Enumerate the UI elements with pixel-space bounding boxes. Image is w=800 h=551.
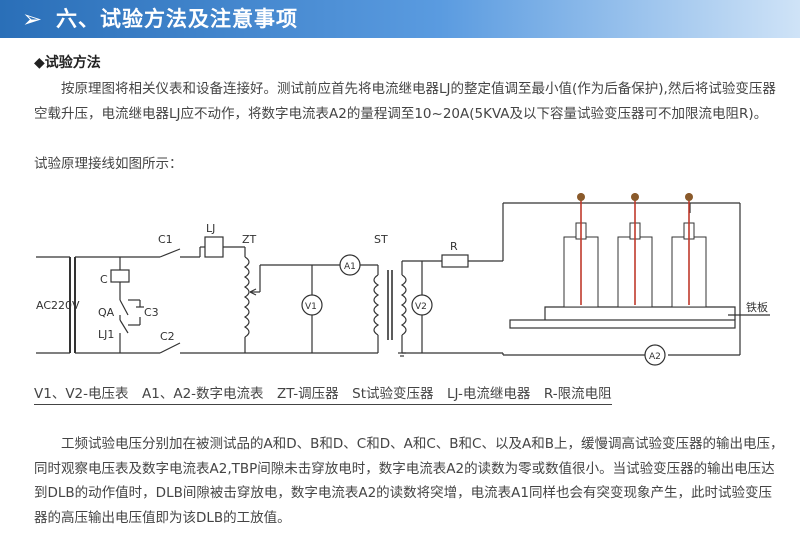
label-tieban: 铁板 — [746, 300, 768, 314]
section-header: ➢ 六、试验方法及注意事项 — [0, 0, 800, 38]
label-v1: V1 — [305, 302, 317, 312]
paragraph-method: 按原理图将相关仪表和设备连接好。测试前应首先将电流继电器LJ的整定值调至最小值(… — [34, 81, 776, 122]
label-a2: A2 — [649, 352, 661, 362]
label-lj1: LJ1 — [98, 328, 114, 341]
label-c1: C1 — [158, 233, 173, 246]
label-r: R — [450, 240, 458, 253]
label-lj: LJ — [206, 222, 215, 235]
label-zt: ZT — [242, 233, 257, 246]
label-c2: C2 — [160, 330, 175, 343]
label-v2: V2 — [415, 302, 427, 312]
label-st: ST — [374, 233, 388, 246]
label-ac: AC220V — [36, 299, 80, 312]
paragraph-procedure: 工频试验电压分别加在被测试品的A和D、B和D、C和D、A和C、B和C、以及A和B… — [34, 436, 784, 526]
label-c: C — [100, 273, 108, 286]
chevron-icon: ➢ — [22, 5, 43, 33]
label-a1: A1 — [344, 262, 356, 272]
diagram-legend: V1、V2-电压表 A1、A2-数字电流表 ZT-调压器 St试验变压器 LJ-… — [34, 385, 612, 405]
wiring-diagram: AC220V C1 C QA C3 LJ1 C2 LJ ZT A1 V1 ST … — [36, 193, 770, 366]
section-title: 六、试验方法及注意事项 — [56, 7, 298, 31]
subheading: ◆试验方法 — [34, 55, 101, 71]
diagram-intro: 试验原理接线如图所示： — [34, 156, 183, 172]
label-qa: QA — [98, 306, 115, 319]
label-c3: C3 — [144, 306, 159, 319]
